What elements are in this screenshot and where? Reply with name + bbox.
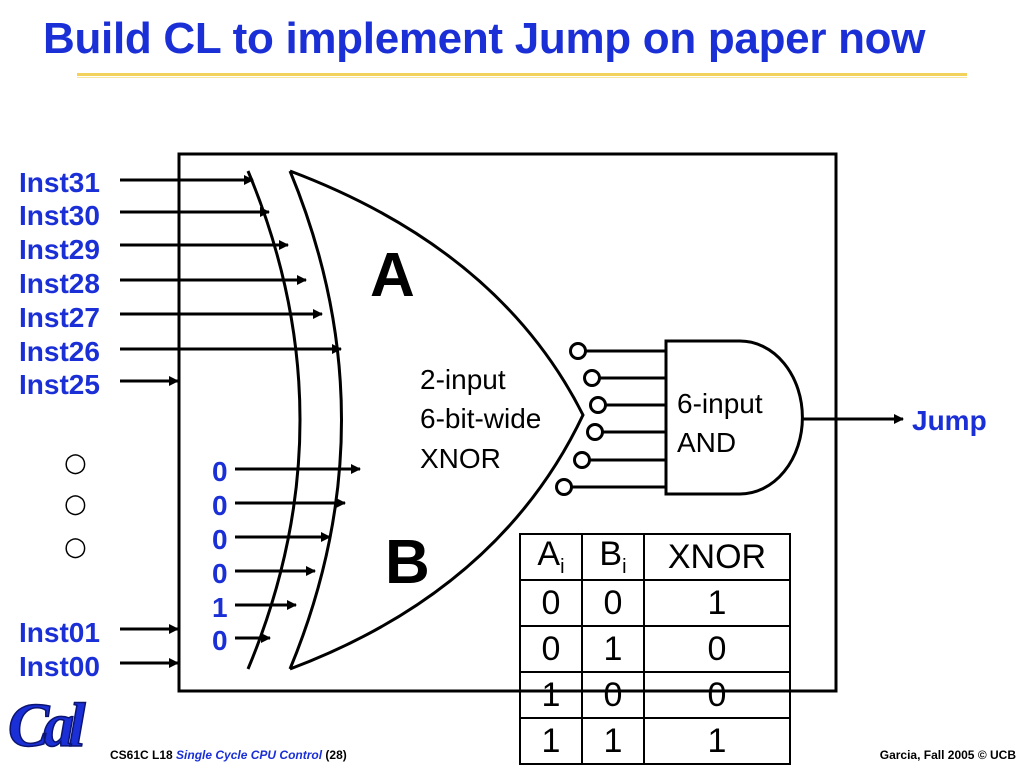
xnor-label-line: 6-bit-wide bbox=[420, 403, 541, 434]
truth-table-header-row: Ai Bi XNOR bbox=[519, 533, 791, 581]
input-label: Inst25 bbox=[19, 369, 100, 400]
table-row: 0 0 1 bbox=[519, 579, 791, 627]
table-cell: 0 bbox=[643, 671, 791, 719]
xnor-output-curve bbox=[289, 169, 585, 671]
inversion-bubble bbox=[573, 451, 591, 469]
operand-a-label: A bbox=[370, 241, 415, 310]
title-underline bbox=[77, 73, 967, 76]
table-row: 0 1 0 bbox=[519, 625, 791, 673]
xnor-input-curve bbox=[288, 170, 343, 670]
control-block-box bbox=[177, 152, 838, 693]
input-label: Inst00 bbox=[19, 651, 100, 682]
footer-credit: Garcia, Fall 2005 © UCB bbox=[879, 748, 1016, 762]
operand-b-label: B bbox=[385, 528, 430, 597]
inversion-bubble bbox=[555, 478, 573, 496]
input-label: Inst27 bbox=[19, 302, 100, 333]
ellipsis-mark: ○ bbox=[64, 532, 87, 562]
header-bi: Bi bbox=[581, 533, 645, 581]
xnor-label-line: 2-input bbox=[420, 364, 506, 395]
input-label: Inst01 bbox=[19, 617, 100, 648]
header-xnor: XNOR bbox=[643, 533, 791, 581]
table-cell: 1 bbox=[643, 579, 791, 627]
constant-bit: 0 bbox=[212, 524, 228, 555]
and-label-line: AND bbox=[677, 427, 736, 458]
table-cell: 1 bbox=[519, 671, 583, 719]
cal-logo-text: Cal bbox=[8, 692, 86, 760]
table-cell: 1 bbox=[643, 717, 791, 765]
slide-title: Build CL to implement Jump on paper now bbox=[43, 14, 926, 63]
table-row: 1 1 1 bbox=[519, 717, 791, 765]
table-cell: 0 bbox=[581, 579, 645, 627]
ellipsis-mark: ○ bbox=[64, 489, 87, 519]
input-label: Inst31 bbox=[19, 167, 100, 198]
table-row: 1 0 0 bbox=[519, 671, 791, 719]
and-gate bbox=[664, 339, 804, 496]
table-cell: 1 bbox=[581, 625, 645, 673]
inversion-bubble bbox=[583, 369, 601, 387]
footer-page-number: (28) bbox=[325, 748, 347, 762]
table-cell: 0 bbox=[519, 579, 583, 627]
constant-bit: 1 bbox=[212, 592, 228, 623]
xnor-truth-table: Ai Bi XNOR 0 0 1 0 1 0 1 0 0 1 1 1 bbox=[519, 533, 791, 765]
inversion-bubble bbox=[569, 342, 587, 360]
inst-input-arrows bbox=[120, 175, 342, 668]
and-label-line: 6-input bbox=[677, 388, 763, 419]
inversion-bubble bbox=[586, 423, 604, 441]
constant-input-arrows bbox=[235, 464, 361, 643]
ellipsis-mark: ○ bbox=[64, 448, 87, 478]
table-cell: 0 bbox=[519, 625, 583, 673]
constant-bit: 0 bbox=[212, 490, 228, 521]
inversion-bubble bbox=[589, 396, 607, 414]
table-cell: 1 bbox=[581, 717, 645, 765]
footer-course: CS61C L18 Single Cycle CPU Control (28) bbox=[110, 748, 347, 762]
table-cell: 1 bbox=[519, 717, 583, 765]
input-label: Inst26 bbox=[19, 336, 100, 367]
header-ai: Ai bbox=[519, 533, 583, 581]
constant-bit: 0 bbox=[212, 558, 228, 589]
constant-bit: 0 bbox=[212, 625, 228, 656]
input-label: Inst29 bbox=[19, 234, 100, 265]
input-label: Inst28 bbox=[19, 268, 100, 299]
input-label: Inst30 bbox=[19, 200, 100, 231]
xnor-outputs bbox=[555, 342, 666, 496]
xnor-back-curve bbox=[246, 170, 302, 670]
cal-logo: Cal bbox=[7, 691, 93, 760]
table-cell: 0 bbox=[581, 671, 645, 719]
constant-bit: 0 bbox=[212, 456, 228, 487]
jump-output-label: Jump bbox=[912, 405, 987, 436]
xnor-label-line: XNOR bbox=[420, 443, 501, 474]
table-cell: 0 bbox=[643, 625, 791, 673]
footer-lecture-title: Single Cycle CPU Control bbox=[176, 748, 323, 762]
title-underline-shadow bbox=[77, 77, 967, 78]
